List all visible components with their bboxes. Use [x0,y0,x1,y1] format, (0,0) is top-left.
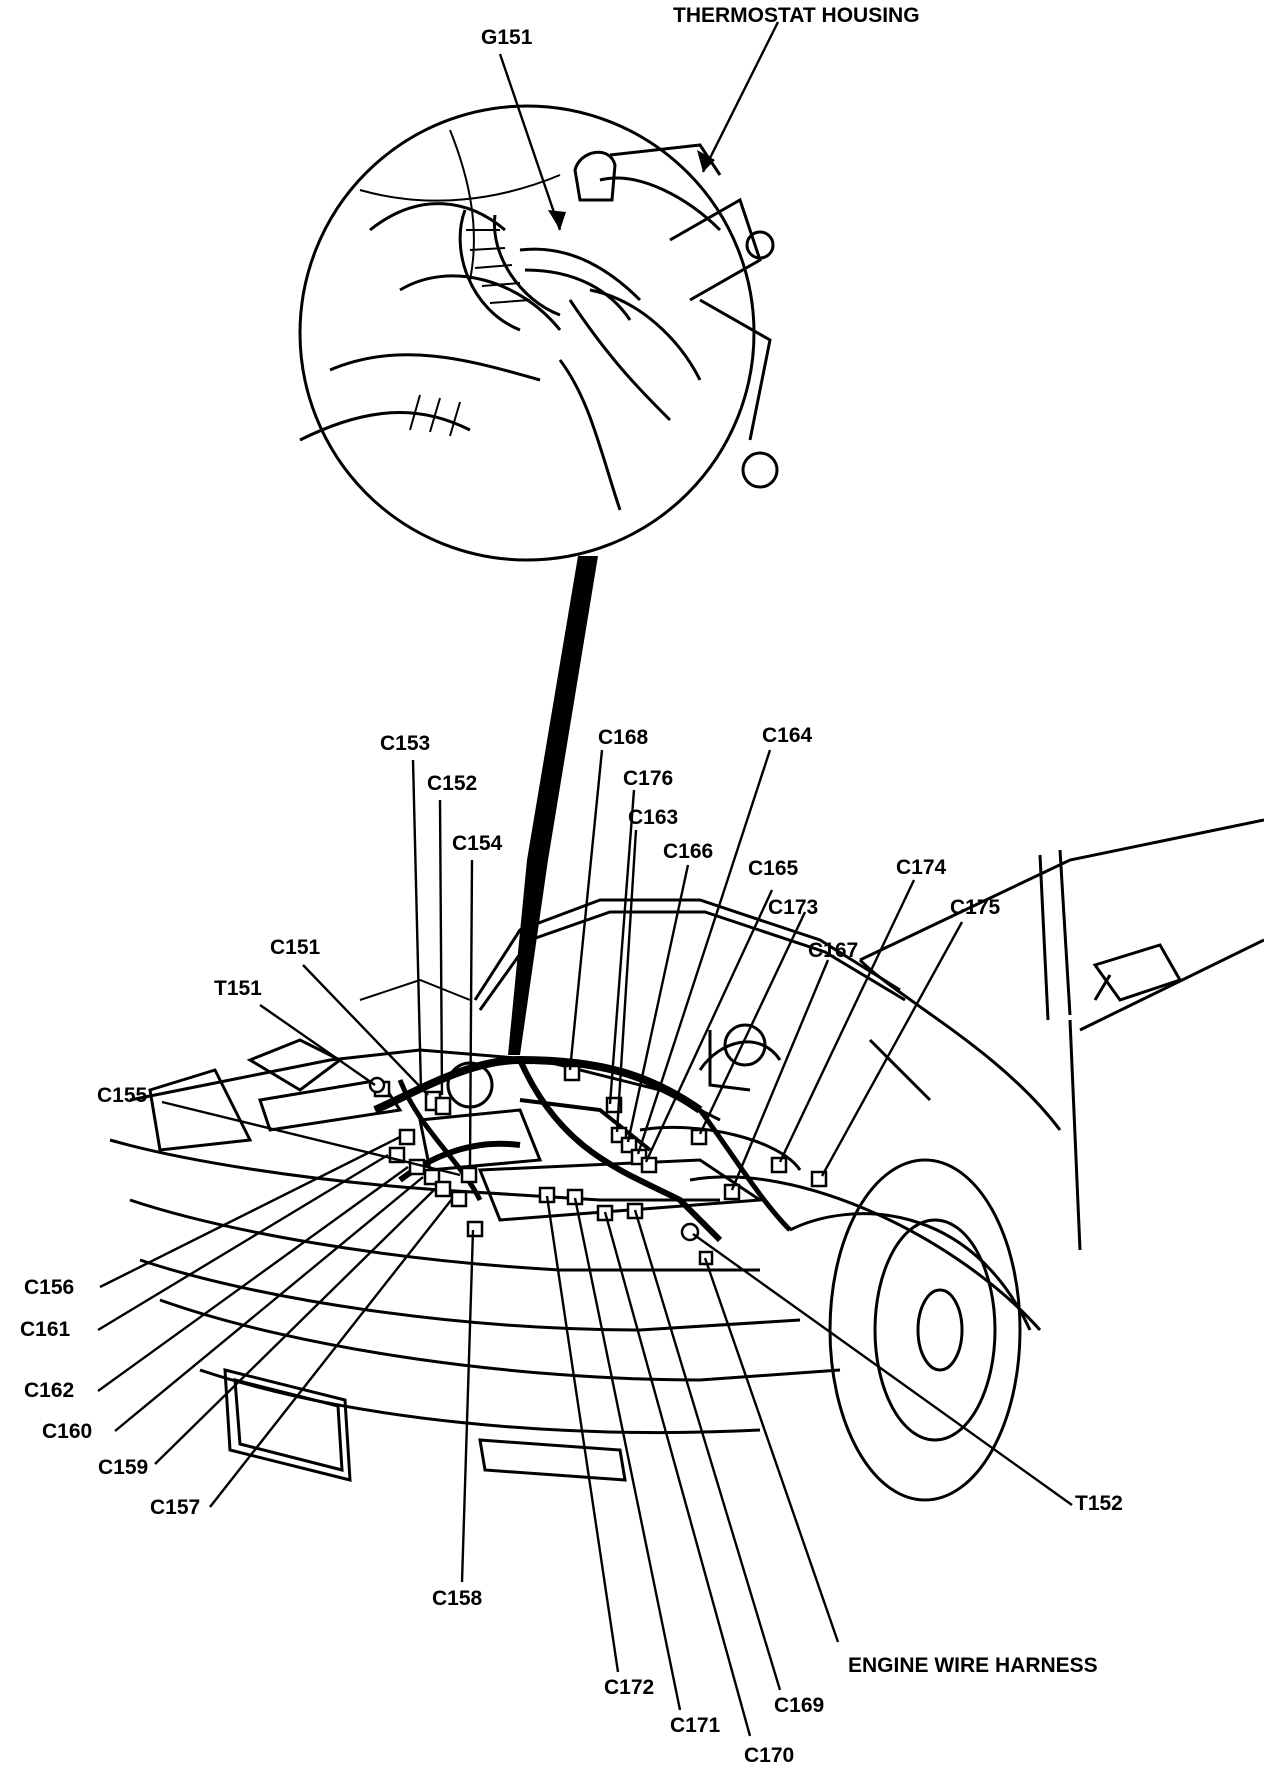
label-c153: C153 [380,732,430,755]
label-c155: C155 [97,1084,148,1107]
connector-c158 [466,1220,484,1238]
label-c169: C169 [774,1694,824,1717]
connector-c167 [723,1183,741,1201]
label-c163: C163 [628,806,678,829]
car-body [109,818,1264,1502]
label-c176: C176 [623,767,673,790]
label-c175: C175 [950,896,1001,919]
connector-c165 [640,1156,658,1174]
label-c160: C160 [42,1420,92,1443]
label-c157: C157 [150,1496,200,1519]
inset-pointer-stem [508,556,598,1055]
labels: THERMOSTAT HOUSING G151 C153 C152 C154 C… [20,4,1123,1767]
connector-c168 [563,1064,581,1082]
connector-c174 [770,1156,788,1174]
label-c154: C154 [452,832,503,855]
label-c158: C158 [432,1587,483,1610]
label-t151: T151 [214,977,262,1000]
connector-c152 [434,1096,452,1116]
thermostat-detail-inset [298,104,779,562]
label-c171: C171 [670,1714,721,1737]
label-c170: C170 [744,1744,794,1767]
connector-c159 [434,1180,452,1198]
connector-c157 [450,1190,468,1208]
connector-c160 [423,1168,441,1186]
label-c152: C152 [427,772,477,795]
label-c164: C164 [762,724,813,747]
connector-t152 [680,1222,700,1242]
label-c161: C161 [20,1318,71,1341]
connector-t151-ring [368,1076,386,1094]
label-thermostat-housing: THERMOSTAT HOUSING [673,4,920,27]
label-c166: C166 [663,840,713,863]
label-t152: T152 [1075,1492,1123,1515]
label-c162: C162 [24,1379,74,1402]
connector-c173 [690,1128,708,1146]
label-engine-wire-harness: ENGINE WIRE HARNESS [848,1654,1098,1677]
connector-c171 [566,1188,584,1206]
connector-c156 [398,1128,416,1146]
label-c159: C159 [98,1456,148,1479]
leader-lines [97,21,1073,1737]
label-c174: C174 [896,856,947,879]
label-c168: C168 [598,726,649,749]
label-c165: C165 [748,857,799,880]
label-c156: C156 [24,1276,74,1299]
connector-c155 [460,1166,478,1184]
leader-arrowheads [548,150,715,230]
label-c167: C167 [808,939,858,962]
label-g151: G151 [481,26,533,49]
label-c151: C151 [270,936,321,959]
label-c173: C173 [768,896,818,919]
label-c172: C172 [604,1676,654,1699]
